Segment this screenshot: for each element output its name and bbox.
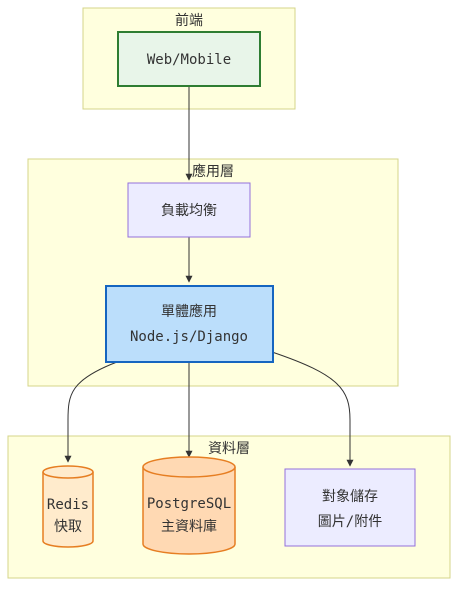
node-pg[interactable]: PostgreSQL 主資料庫 (142, 456, 236, 555)
node-obj-box[interactable] (284, 468, 416, 547)
node-obj-label-line2: 圖片/附件 (318, 514, 382, 530)
node-mono-label-line2: Node.js/Django (130, 329, 248, 345)
node-lb[interactable]: 負載均衡 (127, 182, 251, 238)
node-redis-label-line1: Redis (47, 497, 89, 513)
pg-cylinder-body[interactable] (142, 467, 236, 555)
node-mono[interactable]: 單體應用 Node.js/Django (105, 285, 274, 363)
subgraph-frontend-title: 前端 (175, 12, 203, 29)
node-client-label: Web/Mobile (147, 52, 231, 68)
edges (64, 86, 354, 467)
node-redis[interactable]: Redis 快取 (42, 465, 94, 548)
subgraph-data-title: 資料層 (208, 441, 250, 457)
edge-mono-to-redis (64, 361, 118, 463)
node-obj[interactable]: 對象儲存 圖片/附件 (284, 468, 416, 547)
redis-cylinder-body[interactable] (42, 472, 94, 548)
node-client[interactable]: Web/Mobile (117, 31, 261, 87)
edge-mono-to-obj (271, 351, 354, 467)
node-mono-box[interactable] (105, 285, 274, 363)
pg-cylinder-top (142, 456, 236, 478)
node-obj-label-line1: 對象儲存 (322, 489, 378, 505)
node-mono-label-line1: 單體應用 (161, 303, 217, 320)
subgraph-app-title: 應用層 (192, 163, 234, 180)
node-pg-label-line1: PostgreSQL (147, 496, 231, 512)
redis-cylinder-top (42, 465, 94, 479)
node-redis-label-line2: 快取 (54, 519, 82, 535)
node-lb-label: 負載均衡 (161, 203, 217, 219)
node-lb-box[interactable] (127, 182, 251, 238)
node-pg-label-line2: 主資料庫 (161, 518, 217, 535)
node-client-box[interactable] (117, 31, 261, 87)
